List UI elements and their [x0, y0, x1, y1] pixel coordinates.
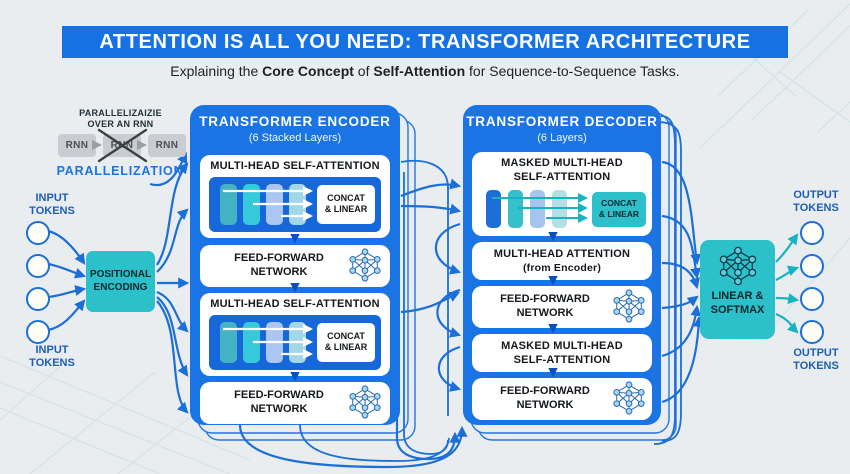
linear-softmax-box: LINEAR & SOFTMAX [700, 240, 775, 339]
parallelization-caption-line1: PARALLELIZAIZIE [79, 108, 162, 118]
encoder-mhsa-card-1: MULTI-HEAD SELF-ATTENTION CONCAT & LINEA… [200, 155, 390, 238]
mha-line1: MULTI-HEAD ATTENTION [493, 248, 631, 260]
decoder-ffn-2-label: FEED-FORWARD NETWORK [482, 385, 608, 413]
encoder-ffn-card-1: FEED-FORWARD NETWORK [200, 245, 390, 287]
decoder-ffn-card-1: FEED-FORWARD NETWORK [472, 286, 652, 328]
input-tokens-bottom-line1: INPUT [35, 344, 69, 356]
concat-line1: CONCAT [327, 193, 365, 203]
output-tokens-top-line1: OUTPUT [793, 189, 839, 201]
ffn-line1: FEED-FORWARD [234, 252, 324, 264]
decoder-mha-label: MULTI-HEAD ATTENTION (from Encoder) [472, 248, 652, 275]
ffn-line2: NETWORK [250, 265, 308, 278]
subtitle-text: Explaining the [170, 63, 263, 79]
transformer-encoder-block: TRANSFORMER ENCODER (6 Stacked Layers) M… [190, 105, 400, 425]
mha-line2: (from Encoder) [522, 261, 602, 274]
input-tokens-top-line2: TOKENS [29, 205, 75, 218]
parallelization-caption-line2: OVER AN RNN [87, 119, 154, 130]
decoder-masked-mhsa-card-1: MASKED MULTI-HEAD SELF-ATTENTION CONCAT … [472, 152, 652, 236]
input-token-circle-4 [26, 320, 50, 344]
decoder-subtitle: (6 Layers) [537, 132, 587, 144]
decoder-mha-card: MULTI-HEAD ATTENTION (from Encoder) [472, 242, 652, 280]
ffn-line2: NETWORK [250, 402, 308, 415]
output-token-arrows [775, 233, 800, 334]
input-tokens-label-bottom: INPUT TOKENS [13, 344, 91, 370]
ffn-line2: NETWORK [516, 306, 574, 319]
attention-heads-panel: CONCAT & LINEAR [209, 177, 381, 232]
linear-softmax-label: LINEAR & SOFTMAX [700, 290, 775, 318]
ffn-line1: FEED-FORWARD [500, 385, 590, 397]
encoder-ffn-2-label: FEED-FORWARD NETWORK [214, 389, 344, 417]
rnn-box-1: RNN [58, 134, 96, 157]
positional-encoding-to-encoder-arrows [149, 152, 190, 414]
neural-network-icon [610, 289, 648, 323]
output-token-circle-1 [800, 221, 824, 245]
encoder-mhsa-2-label: MULTI-HEAD SELF-ATTENTION [210, 298, 380, 310]
decoder-title: TRANSFORMER DECODER [466, 114, 658, 129]
output-tokens-label-bottom: OUTPUT TOKENS [777, 347, 850, 373]
output-token-circle-3 [800, 287, 824, 311]
input-tokens-bottom-line2: TOKENS [29, 357, 75, 370]
decoder-ffn-card-2: FEED-FORWARD NETWORK [472, 378, 652, 420]
positional-encoding-line2: ENCODING [93, 282, 148, 293]
concat-line2: & LINEAR [324, 342, 368, 353]
output-tokens-top-line2: TOKENS [793, 202, 839, 215]
input-tokens-top-line1: INPUT [35, 192, 69, 204]
subtitle-bold-self-attention: Self-Attention [373, 63, 466, 79]
attention-heads-panel: CONCAT & LINEAR [209, 315, 381, 370]
encoder-title: TRANSFORMER ENCODER [199, 114, 391, 129]
subtitle-text: for Sequence-to-Sequence Tasks. [465, 63, 680, 79]
parallelization-label: PARALLELIZATION [56, 164, 184, 178]
neural-network-icon [610, 381, 648, 415]
linear-softmax-line1: LINEAR & [711, 290, 764, 302]
encoder-subtitle: (6 Stacked Layers) [248, 132, 342, 144]
encoder-mhsa-1-label: MULTI-HEAD SELF-ATTENTION [210, 160, 380, 172]
output-tokens-bottom-line2: TOKENS [793, 360, 839, 373]
input-token-circle-2 [26, 254, 50, 278]
output-tokens-label-top: OUTPUT TOKENS [777, 189, 850, 215]
masked-mhsa-line1: MASKED MULTI-HEAD [501, 340, 623, 352]
input-token-circle-3 [26, 287, 50, 311]
neural-network-icon [346, 385, 384, 419]
encoder-ffn-1-label: FEED-FORWARD NETWORK [214, 252, 344, 280]
concat-linear-box: CONCAT & LINEAR [317, 185, 375, 224]
input-token-arrows [47, 229, 87, 332]
subtitle-bold-core-concept: Core Concept [262, 63, 354, 79]
transformer-decoder-block: TRANSFORMER DECODER (6 Layers) MASKED MU… [463, 105, 661, 425]
neural-network-icon [346, 248, 384, 282]
page-title: ATTENTION IS ALL YOU NEED: TRANSFORMER A… [62, 26, 788, 58]
positional-encoding-box: POSITIONAL ENCODING [86, 251, 155, 312]
output-token-circle-2 [800, 254, 824, 278]
ffn-line1: FEED-FORWARD [500, 293, 590, 305]
linear-softmax-line2: SOFTMAX [710, 303, 765, 316]
encoder-mhsa-card-2: MULTI-HEAD SELF-ATTENTION CONCAT & LINEA… [200, 293, 390, 376]
input-tokens-label-top: INPUT TOKENS [13, 192, 91, 218]
output-token-circle-4 [800, 320, 824, 344]
concat-linear-box: CONCAT & LINEAR [592, 192, 646, 227]
parallelization-caption: PARALLELIZAIZIE OVER AN RNN [48, 108, 193, 131]
rnn-box-2: RNN [103, 134, 141, 157]
page-subtitle: Explaining the Core Concept of Self-Atte… [0, 63, 850, 79]
concat-line2: & LINEAR [324, 204, 368, 215]
concat-line1: CONCAT [601, 198, 637, 208]
encoder-ffn-card-2: FEED-FORWARD NETWORK [200, 382, 390, 424]
concat-line2: & LINEAR [598, 208, 640, 219]
subtitle-text: of [353, 63, 374, 79]
ffn-line2: NETWORK [516, 398, 574, 411]
masked-mhsa-line2: SELF-ATTENTION [513, 353, 611, 366]
input-token-circle-1 [26, 221, 50, 245]
concat-line1: CONCAT [327, 331, 365, 341]
decoder-masked-mhsa-2-label: MASKED MULTI-HEAD SELF-ATTENTION [472, 340, 652, 368]
output-tokens-bottom-line1: OUTPUT [793, 347, 839, 359]
rnn-box-3: RNN [148, 134, 186, 157]
decoder-masked-mhsa-card-2: MASKED MULTI-HEAD SELF-ATTENTION [472, 334, 652, 372]
decoder-ffn-1-label: FEED-FORWARD NETWORK [482, 293, 608, 321]
positional-encoding-line1: POSITIONAL [89, 269, 152, 280]
neural-network-icon [716, 246, 760, 286]
ffn-line1: FEED-FORWARD [234, 389, 324, 401]
concat-linear-box: CONCAT & LINEAR [317, 323, 375, 362]
